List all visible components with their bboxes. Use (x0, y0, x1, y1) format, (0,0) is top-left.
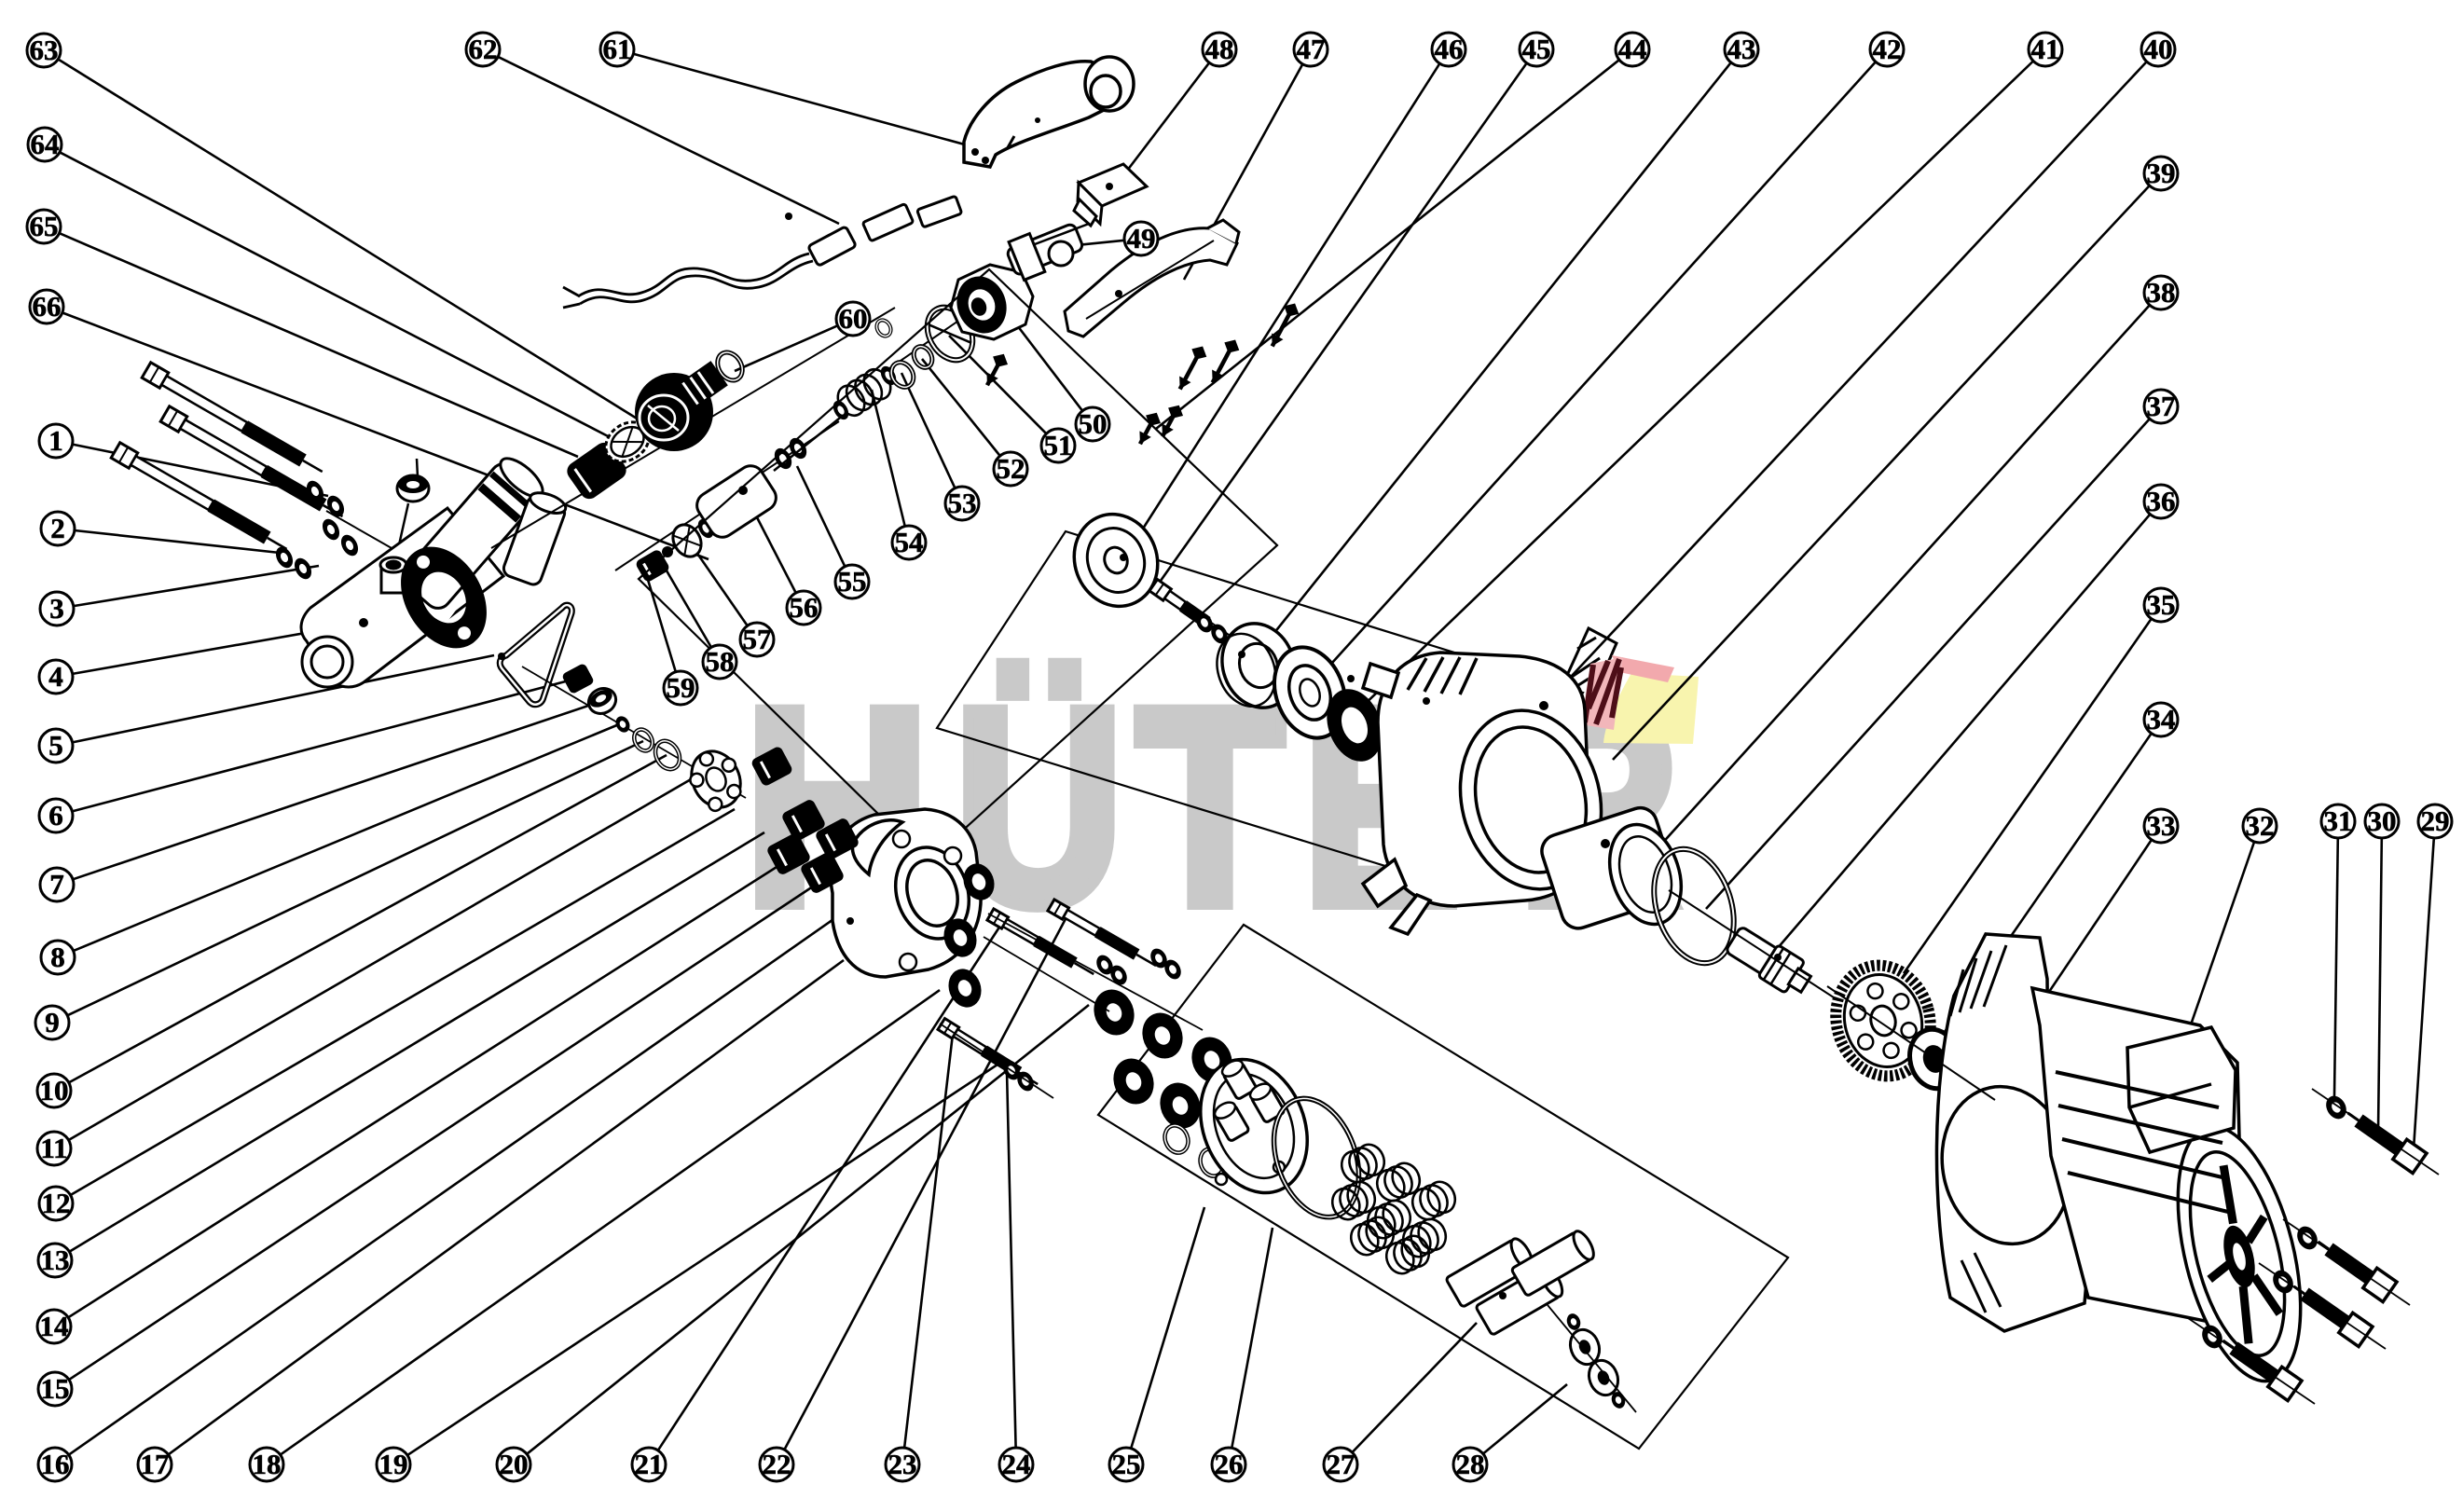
svg-text:15: 15 (41, 1372, 70, 1405)
svg-text:24: 24 (1002, 1448, 1031, 1480)
svg-text:49: 49 (1127, 222, 1156, 254)
svg-text:50: 50 (1079, 407, 1108, 440)
svg-text:7: 7 (49, 868, 64, 900)
svg-text:40: 40 (2144, 33, 2173, 65)
svg-text:41: 41 (2031, 33, 2060, 65)
svg-text:60: 60 (839, 302, 868, 335)
svg-text:58: 58 (706, 645, 735, 678)
svg-text:45: 45 (1522, 33, 1551, 65)
svg-text:3: 3 (49, 592, 64, 625)
svg-text:38: 38 (2147, 276, 2176, 309)
svg-text:23: 23 (888, 1448, 917, 1480)
svg-text:28: 28 (1456, 1448, 1485, 1480)
svg-text:35: 35 (2147, 588, 2176, 621)
svg-text:62: 62 (469, 33, 498, 65)
svg-text:21: 21 (635, 1448, 664, 1480)
svg-text:57: 57 (743, 623, 772, 655)
svg-text:54: 54 (895, 526, 924, 558)
svg-text:8: 8 (50, 941, 65, 973)
svg-text:14: 14 (40, 1310, 69, 1342)
svg-text:66: 66 (33, 290, 62, 323)
svg-text:19: 19 (379, 1448, 408, 1480)
svg-text:4: 4 (48, 660, 63, 693)
svg-text:55: 55 (838, 565, 867, 598)
svg-text:43: 43 (1727, 33, 1756, 65)
svg-text:37: 37 (2147, 390, 2176, 422)
svg-text:29: 29 (2421, 804, 2450, 837)
svg-text:16: 16 (41, 1448, 70, 1480)
svg-text:44: 44 (1618, 33, 1647, 65)
svg-text:36: 36 (2147, 485, 2176, 517)
svg-text:18: 18 (253, 1448, 282, 1480)
svg-text:48: 48 (1205, 33, 1234, 65)
svg-text:1: 1 (48, 424, 63, 457)
svg-text:42: 42 (1873, 33, 1902, 65)
svg-text:33: 33 (2147, 809, 2176, 842)
svg-text:20: 20 (500, 1448, 529, 1480)
svg-text:56: 56 (790, 591, 819, 624)
svg-text:65: 65 (30, 210, 59, 242)
svg-text:6: 6 (48, 799, 63, 832)
svg-text:17: 17 (141, 1448, 170, 1480)
svg-text:32: 32 (2246, 809, 2275, 842)
svg-text:53: 53 (948, 487, 977, 519)
svg-text:59: 59 (667, 671, 695, 704)
svg-text:52: 52 (997, 452, 1025, 485)
svg-text:30: 30 (2368, 804, 2397, 837)
svg-text:13: 13 (41, 1244, 70, 1276)
svg-text:63: 63 (30, 34, 59, 66)
svg-text:12: 12 (42, 1187, 71, 1219)
svg-text:22: 22 (763, 1448, 791, 1480)
svg-text:25: 25 (1112, 1448, 1141, 1480)
svg-text:31: 31 (2324, 804, 2353, 837)
svg-text:64: 64 (31, 128, 60, 160)
svg-text:34: 34 (2147, 703, 2176, 735)
svg-text:61: 61 (603, 33, 632, 65)
svg-text:11: 11 (40, 1132, 67, 1164)
svg-text:46: 46 (1435, 33, 1464, 65)
svg-text:26: 26 (1215, 1448, 1244, 1480)
svg-text:9: 9 (45, 1006, 60, 1038)
svg-text:27: 27 (1327, 1448, 1355, 1480)
svg-text:5: 5 (48, 729, 63, 762)
svg-text:47: 47 (1297, 33, 1326, 65)
svg-text:51: 51 (1044, 429, 1073, 461)
svg-text:10: 10 (40, 1074, 69, 1107)
svg-text:39: 39 (2147, 157, 2176, 189)
svg-text:2: 2 (50, 512, 65, 544)
